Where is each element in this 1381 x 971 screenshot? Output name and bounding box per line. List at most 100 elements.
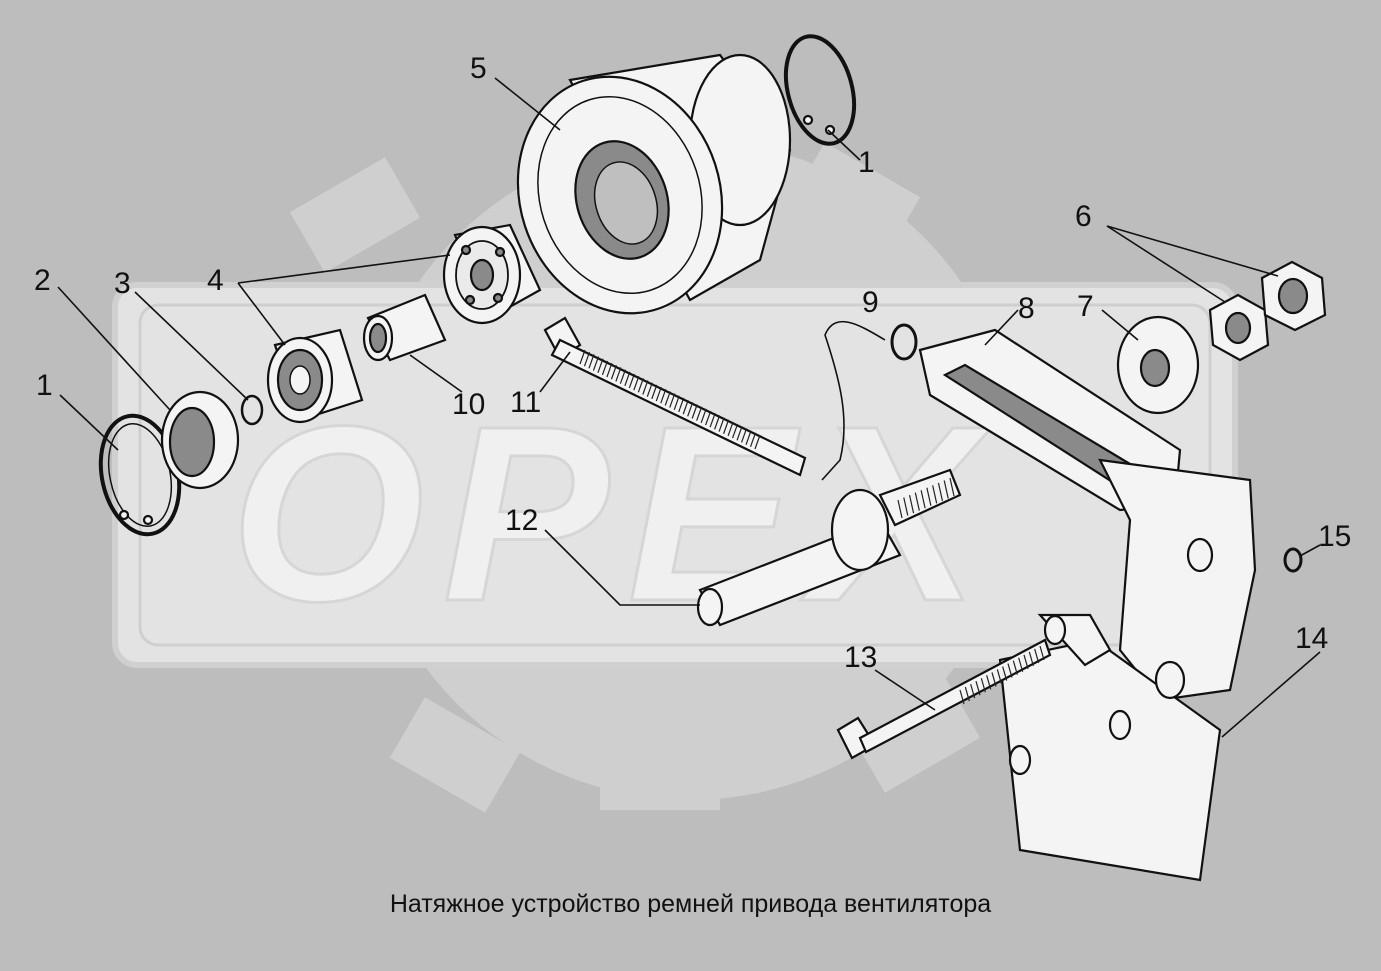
thread-line xyxy=(678,397,685,413)
callout-15: 15 xyxy=(1318,520,1351,553)
part-5-pulley xyxy=(516,53,792,315)
thread-line xyxy=(606,362,613,378)
thread-line xyxy=(709,413,716,428)
thread-line xyxy=(691,404,698,419)
thread-line xyxy=(700,408,707,424)
callout-14: 14 xyxy=(1295,622,1328,655)
part-10-bushing xyxy=(362,293,447,362)
thread-line xyxy=(745,430,752,445)
callout-10: 10 xyxy=(452,388,485,421)
part-3-small-ring xyxy=(240,394,264,426)
thread-line xyxy=(975,681,981,696)
thread-line xyxy=(943,480,949,499)
callout-11: 11 xyxy=(510,386,541,419)
thread-line xyxy=(651,384,658,400)
part-15-small-ring xyxy=(1283,547,1303,573)
thread-line xyxy=(687,402,694,417)
part-13-bolt xyxy=(836,638,1052,760)
watermark-text: OPEX xyxy=(230,374,997,653)
part-4-bearing-left xyxy=(266,328,364,424)
part-6-nut-upper xyxy=(1260,260,1327,332)
thread-line xyxy=(731,423,739,439)
thread-line xyxy=(718,417,725,432)
callout-3: 3 xyxy=(114,267,131,300)
thread-line xyxy=(937,482,944,502)
thread-line xyxy=(727,421,734,437)
thread-line xyxy=(619,369,626,384)
thread-line xyxy=(615,367,622,382)
thread-line xyxy=(723,419,730,434)
thread-line xyxy=(914,492,920,511)
thread-line xyxy=(996,669,1002,684)
thread-line xyxy=(736,426,743,441)
thread-line xyxy=(646,382,653,397)
callout-1-left: 1 xyxy=(36,369,53,402)
thread-line xyxy=(669,393,676,408)
thread-line xyxy=(642,380,649,395)
thread-line xyxy=(655,386,662,402)
thread-line xyxy=(926,487,932,506)
thread-line xyxy=(949,477,955,497)
thread-line xyxy=(705,410,712,426)
thread-line xyxy=(696,406,703,421)
thread-line xyxy=(959,689,965,705)
thread-line xyxy=(932,485,938,504)
thread-line xyxy=(970,683,976,699)
thread-line xyxy=(991,672,997,687)
thread-line xyxy=(740,428,748,443)
callout-4: 4 xyxy=(207,264,224,297)
thread-line xyxy=(980,678,986,693)
callout-6: 6 xyxy=(1075,200,1092,233)
thread-line xyxy=(628,373,635,389)
thread-line xyxy=(903,497,909,516)
thread-line xyxy=(1023,654,1029,669)
part-6-nut-lower xyxy=(1208,293,1270,362)
thread-line xyxy=(583,351,591,367)
bolt-13-thread xyxy=(959,645,1045,705)
thread-line xyxy=(1039,645,1045,661)
figure-caption: Натяжное устройство ремней привода венти… xyxy=(389,890,992,918)
thread-line xyxy=(597,358,604,373)
part-14-bracket xyxy=(998,458,1257,882)
part-4-bearing-right xyxy=(442,223,542,325)
thread-line xyxy=(986,675,992,690)
thread-line xyxy=(1012,660,1018,675)
thread-line xyxy=(592,356,600,371)
thread-line xyxy=(624,371,631,386)
thread-line xyxy=(908,494,915,514)
callout-12: 12 xyxy=(505,504,538,537)
part-7-flat-washer xyxy=(1116,315,1200,415)
thread-line xyxy=(964,686,970,702)
axle-12-thread xyxy=(897,477,955,519)
thread-line xyxy=(633,375,640,391)
thread-line xyxy=(601,360,609,376)
part-12-axle xyxy=(696,468,962,627)
thread-line xyxy=(660,389,667,404)
callout-5: 5 xyxy=(470,52,487,85)
thread-line xyxy=(1007,663,1013,678)
callout-1-right: 1 xyxy=(858,146,875,179)
part-1-snap-ring-right xyxy=(783,34,857,146)
thread-line xyxy=(714,415,721,430)
thread-line xyxy=(637,378,644,393)
callout-7: 7 xyxy=(1077,290,1094,323)
thread-line xyxy=(897,499,903,519)
part-11-long-bolt xyxy=(543,316,807,477)
thread-line xyxy=(754,434,761,450)
bolt-11-thread xyxy=(579,349,761,450)
part-9-washer xyxy=(821,320,918,481)
callout-numbers: 1 1 2 3 4 5 6 7 8 9 10 11 12 13 14 15 xyxy=(34,52,1351,674)
thread-line xyxy=(682,399,689,415)
thread-line xyxy=(1028,651,1034,667)
part-2-spacer-ring xyxy=(160,390,240,490)
callout-8: 8 xyxy=(1018,292,1035,325)
thread-line xyxy=(664,391,671,406)
callout-13: 13 xyxy=(844,641,877,674)
thread-line xyxy=(610,365,617,380)
thread-line xyxy=(673,395,680,410)
thread-line xyxy=(1034,648,1040,664)
thread-line xyxy=(588,354,595,369)
thread-line xyxy=(579,349,586,365)
